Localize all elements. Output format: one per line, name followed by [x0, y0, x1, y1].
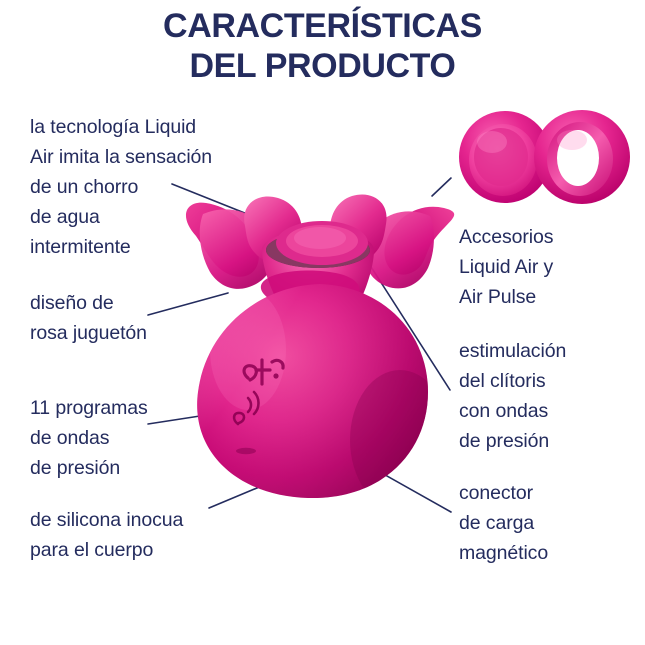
rose-petals — [185, 194, 455, 319]
pressure-wave-button-icon — [232, 390, 260, 426]
petal-center-cup — [262, 230, 374, 319]
page-title-line-2: DEL PRODUCTO — [189, 47, 456, 85]
callout-liquid-air-accessories: Accesorios Liquid Air y Air Pulse — [459, 226, 554, 308]
magnetic-charging-contacts — [236, 447, 256, 455]
page-title: CARACTERÍSTICAS DEL PRODUCTO — [0, 6, 645, 86]
device-body — [197, 284, 428, 499]
leader-line-connector — [354, 457, 452, 513]
petal-back-right — [329, 194, 387, 263]
callout-liquid-air-technology: la tecnología Liquid Air imita la sensac… — [30, 116, 213, 258]
leader-line-accessories — [431, 177, 452, 197]
leader-line-clitoris — [356, 244, 451, 391]
petal-outer-right — [384, 206, 455, 275]
petal-center-disc — [276, 221, 368, 265]
accessory-cap-ring — [534, 110, 630, 204]
callout-pressure-wave-programs: 11 programas de ondas de presión — [30, 397, 148, 479]
callout-body-safe-silicone: de silicona inocua para el cuerpo — [30, 509, 184, 561]
page-title-line-1: CARACTERÍSTICAS — [163, 7, 482, 45]
leader-line-silicone — [208, 469, 301, 509]
callout-clitoral-stimulation: estimulación del clítoris con ondas de p… — [459, 340, 567, 452]
petal-back-left — [244, 196, 302, 263]
satisfyer-logo — [242, 358, 285, 386]
callout-magnetic-charging-connector: conector de carga magnético — [459, 482, 549, 564]
accessory-cap-closed — [459, 111, 551, 203]
leader-line-design — [147, 292, 229, 316]
callout-playful-rose-design: diseño de rosa juguetón — [30, 292, 147, 344]
petal-front-tip — [260, 270, 360, 309]
petal-right-sweep — [364, 211, 434, 289]
accessory-caps — [459, 110, 630, 204]
leader-line-programs — [147, 407, 253, 425]
